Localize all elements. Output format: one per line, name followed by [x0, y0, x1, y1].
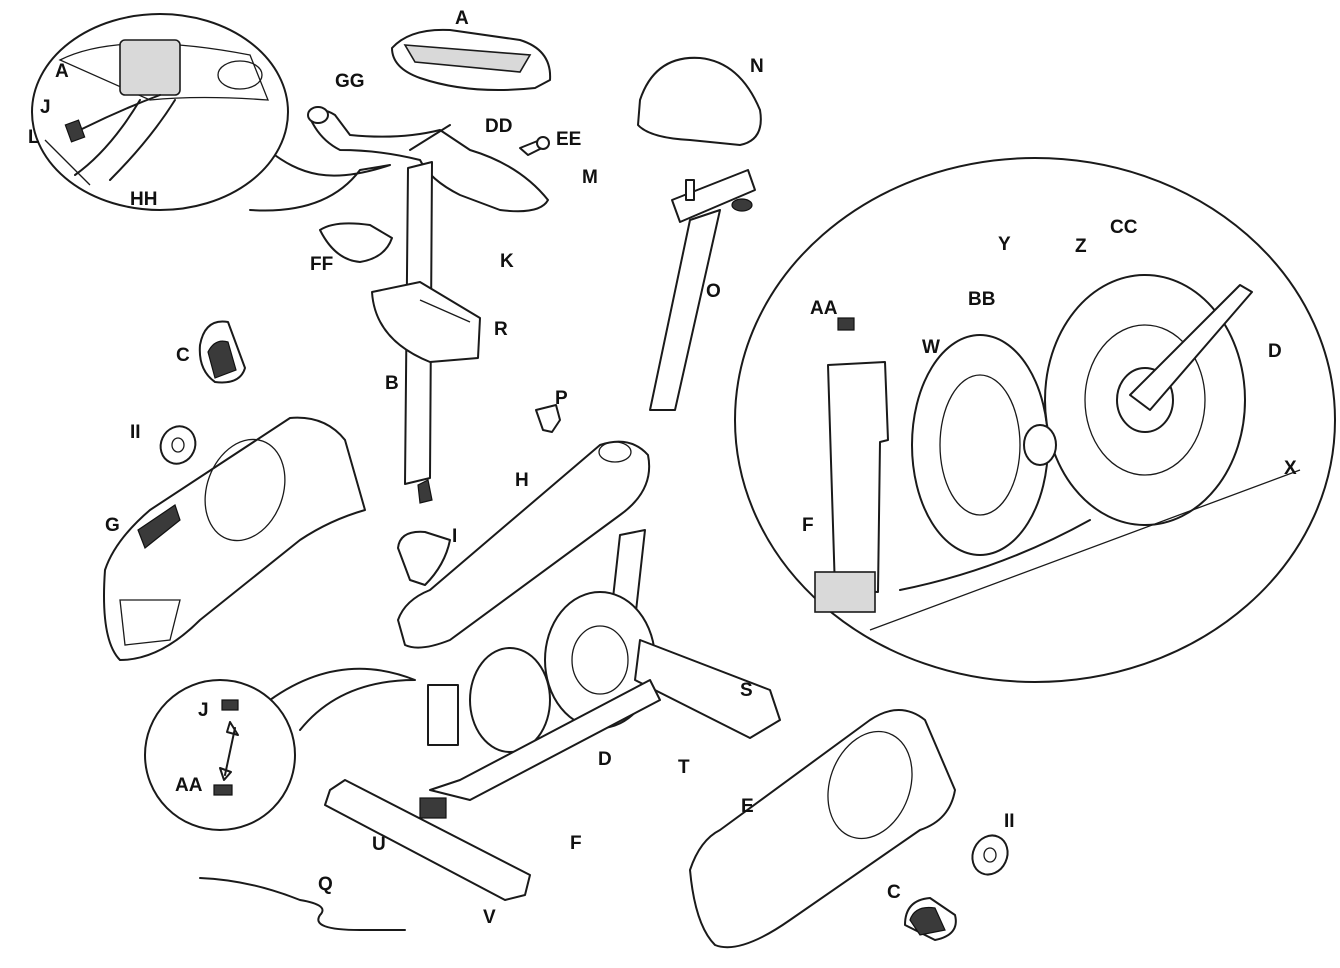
crank-cap-left-part [159, 425, 197, 465]
handlebar-assembly [307, 106, 550, 213]
knob-part [535, 404, 561, 433]
pedal-right-part [904, 897, 957, 941]
console-part [391, 28, 552, 92]
label-z: Z [1075, 236, 1087, 257]
seat-post-part [649, 169, 756, 411]
bottle-cage-part [319, 222, 393, 263]
label-w: W [922, 337, 940, 358]
label-i: I [452, 526, 458, 547]
label-bb: BB [968, 289, 996, 310]
label-a-detail: A [55, 61, 69, 82]
label-p: P [555, 388, 568, 409]
main-frame-assembly [324, 529, 781, 901]
label-c-left: C [176, 345, 190, 366]
cover-cap-part [397, 530, 451, 586]
label-h: H [515, 470, 529, 491]
label-u: U [372, 834, 386, 855]
label-c-right: C [887, 882, 901, 903]
label-aa-bottom: AA [175, 775, 203, 796]
label-b: B [385, 373, 399, 394]
label-cc: CC [1110, 217, 1138, 238]
label-r: R [494, 319, 508, 340]
right-shroud-part [689, 709, 956, 949]
label-a-console: A [455, 8, 469, 29]
label-m: M [582, 167, 598, 188]
label-j-top: J [40, 97, 51, 118]
label-q: Q [318, 874, 333, 895]
flywheel-detail-circle [734, 157, 1336, 683]
upright-column-part [371, 161, 481, 504]
label-g: G [105, 515, 120, 536]
label-ii-left: II [130, 422, 141, 443]
label-l: L [28, 127, 40, 148]
label-d-detail: D [1268, 341, 1282, 362]
top-cover-part [397, 440, 651, 649]
label-ff: FF [310, 254, 334, 275]
label-s: S [740, 680, 753, 701]
label-o: O [706, 281, 721, 302]
label-e: E [741, 796, 754, 817]
label-ii-right: II [1004, 811, 1015, 832]
power-cord-part [199, 877, 406, 931]
label-f-main: F [570, 833, 582, 854]
left-shroud-part [103, 416, 366, 661]
saddle-part [637, 56, 762, 146]
label-n: N [750, 56, 764, 77]
label-j-bottom: J [198, 700, 209, 721]
label-x: X [1284, 458, 1297, 479]
label-y: Y [998, 234, 1011, 255]
label-k: K [500, 251, 514, 272]
label-d-main: D [598, 749, 612, 770]
pedal-left-part [198, 320, 246, 384]
sensor-connector-detail-bubble [144, 667, 416, 831]
label-f-detail: F [802, 515, 814, 536]
label-aa-detail: AA [810, 298, 838, 319]
console-wiring-detail-bubble [31, 13, 391, 212]
crank-cap-right-part [971, 834, 1009, 876]
label-ee: EE [556, 129, 582, 150]
label-t: T [678, 757, 690, 778]
label-dd: DD [485, 116, 513, 137]
label-v: V [483, 907, 496, 928]
label-hh: HH [130, 189, 158, 210]
label-gg: GG [335, 71, 365, 92]
